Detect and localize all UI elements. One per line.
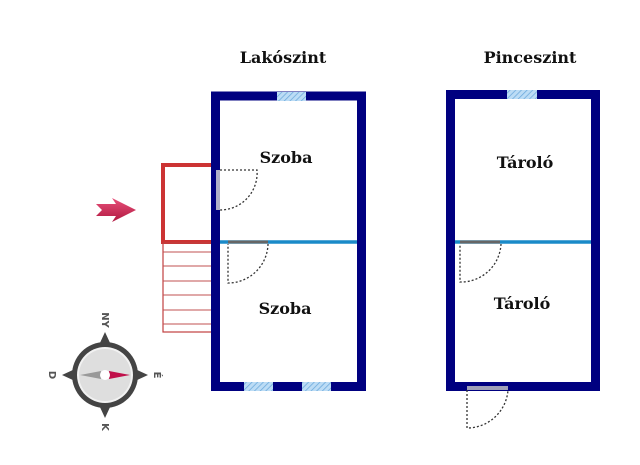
- entrance-arrow-icon: [96, 198, 136, 222]
- building-pinceszint: Tároló Tároló: [446, 90, 600, 429]
- compass-south: K: [99, 423, 110, 432]
- floor-title-lakoszint: Lakószint: [240, 48, 327, 67]
- door-swing: [227, 243, 269, 284]
- floor-title-pinceszint: Pinceszint: [484, 48, 577, 67]
- window: [507, 90, 537, 99]
- room-label: Tároló: [497, 153, 554, 172]
- window: [244, 382, 273, 391]
- compass-north: NY: [99, 312, 110, 328]
- door-swing: [466, 389, 509, 429]
- room-label: Szoba: [260, 148, 313, 167]
- entrance-porch: [161, 163, 215, 333]
- building-lakoszint: Szoba Szoba: [211, 91, 366, 391]
- door-swing: [459, 243, 502, 283]
- room-label: Tároló: [494, 294, 551, 313]
- door-swing: [219, 169, 258, 211]
- compass-icon: NY É K D: [46, 312, 164, 432]
- compass-east: É: [151, 372, 164, 379]
- entrance-door: [216, 170, 220, 210]
- compass-west: D: [46, 371, 57, 379]
- window: [277, 92, 306, 101]
- room-label: Szoba: [259, 299, 312, 318]
- basement-door: [467, 386, 508, 390]
- window: [302, 382, 331, 391]
